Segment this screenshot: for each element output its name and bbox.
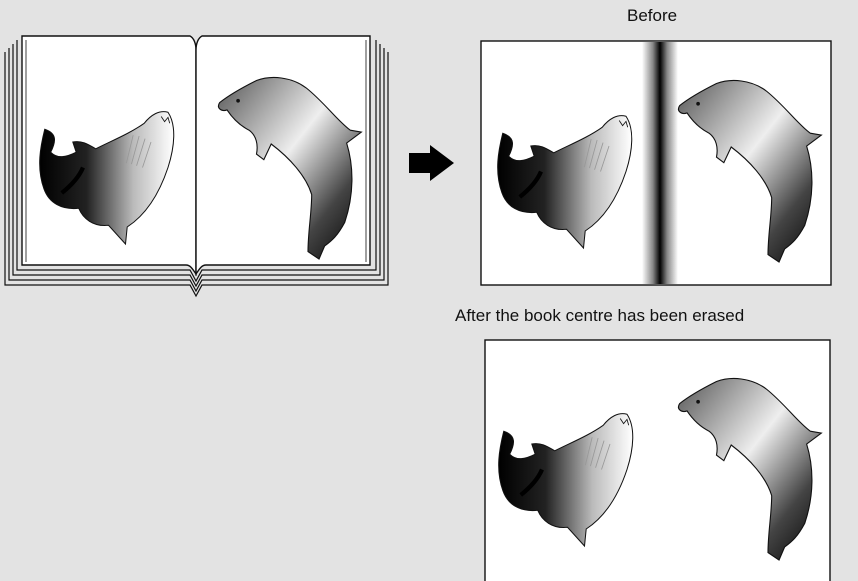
- right-arrow-icon: [409, 145, 454, 181]
- book-centre-shadow: [642, 42, 678, 284]
- before-label: Before: [627, 6, 677, 26]
- after-label: After the book centre has been erased: [455, 306, 744, 326]
